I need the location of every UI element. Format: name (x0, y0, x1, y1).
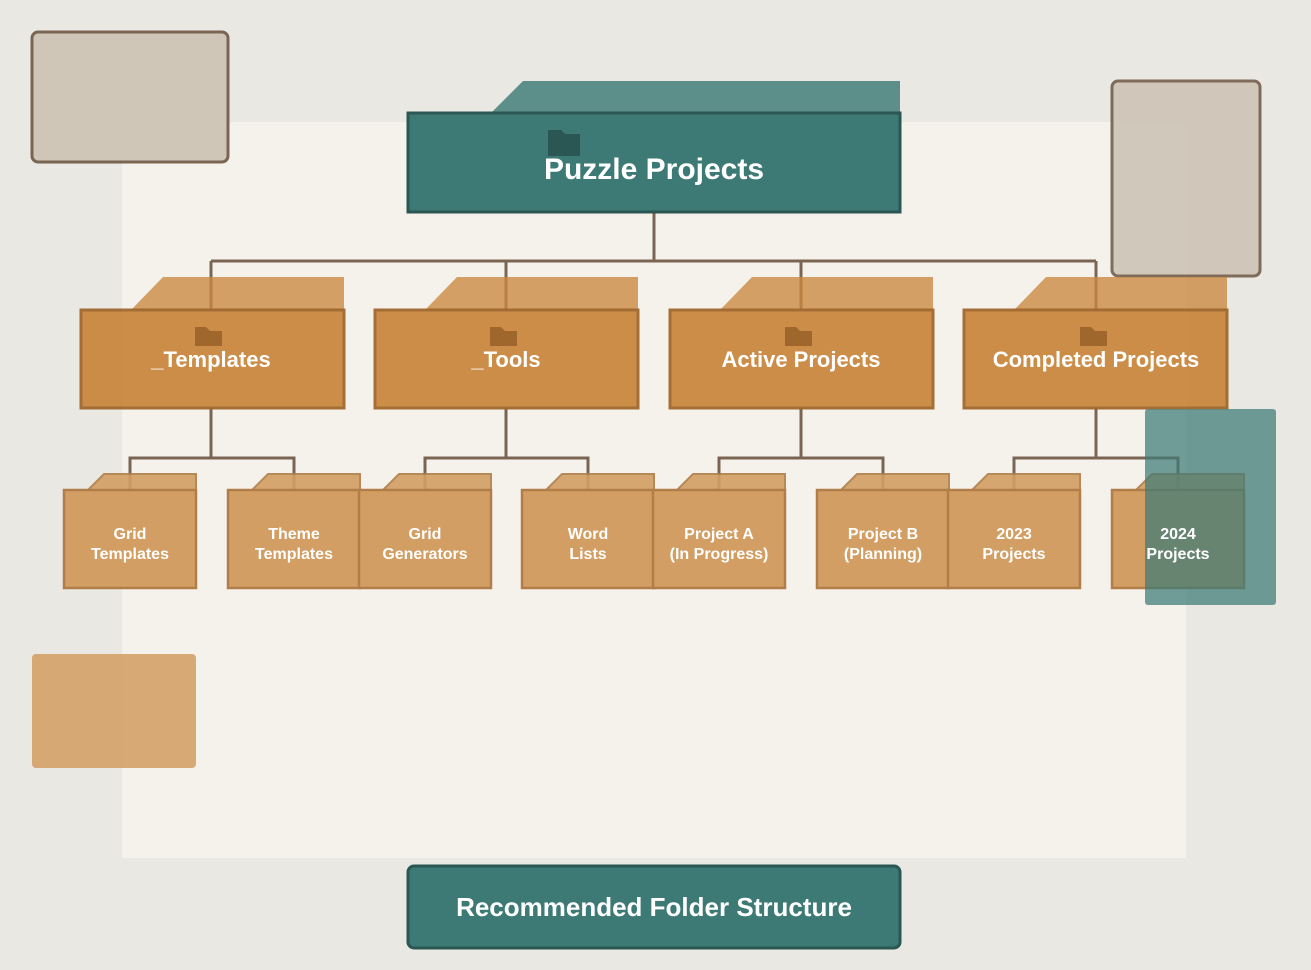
folder-tab (543, 473, 655, 491)
folder-tab (425, 277, 638, 310)
folder-tab (720, 277, 933, 310)
subfolder-2023-projects[interactable]: 2023 Projects (946, 473, 1082, 590)
subfolder-grid-templates[interactable]: Grid Templates (62, 473, 198, 590)
root-folder[interactable]: Puzzle Projects (406, 81, 902, 214)
subfolder-label-line2: (In Progress) (670, 546, 769, 563)
folder-tab (249, 473, 361, 491)
subfolder-label-line2-overlay: Projects (1146, 546, 1209, 563)
category-folder-active-projects[interactable]: Active Projects (668, 277, 935, 410)
caption-box: Recommended Folder Structure (406, 864, 902, 950)
subfolder-label-line1: Word (568, 526, 609, 543)
folder-tab (1014, 277, 1227, 310)
subfolder-label-line1: 2023 (996, 526, 1032, 543)
root-folder-label: Puzzle Projects (544, 153, 764, 186)
subfolder-project-a[interactable]: Project A (In Progress) (651, 473, 787, 590)
folder-icon (490, 327, 517, 346)
folder-body (651, 488, 787, 590)
subfolder-label-line1-overlay: 2024 (1160, 526, 1196, 543)
folder-body (668, 308, 935, 410)
decorative-shape (32, 654, 196, 768)
decorative-shape (1110, 79, 1262, 278)
category-label: _Templates (150, 347, 270, 372)
folder-body (520, 488, 656, 590)
folder-body (62, 488, 198, 590)
subfolder-label-line2: Generators (382, 546, 467, 563)
subfolder-grid-generators[interactable]: Grid Generators (357, 473, 493, 590)
folder-body (79, 308, 346, 410)
folder-body (373, 308, 640, 410)
folder-tab (969, 473, 1081, 491)
subfolder-label-line1: Grid (409, 526, 442, 543)
folder-body (946, 488, 1082, 590)
folder-tab (380, 473, 492, 491)
subfolder-label-line2: Lists (569, 546, 606, 563)
category-label: Active Projects (722, 347, 881, 372)
folder-tab (674, 473, 786, 491)
folder-tab (131, 277, 344, 310)
subfolder-theme-templates[interactable]: Theme Templates (226, 473, 362, 590)
folder-tab (85, 473, 197, 491)
subfolder-label-line2: Templates (91, 546, 169, 563)
folder-body (962, 308, 1229, 410)
subfolder-label-line2: Templates (255, 546, 333, 563)
category-label: _Tools (470, 347, 540, 372)
folder-icon (785, 327, 812, 346)
subfolder-label-line1: Project B (848, 526, 918, 543)
category-label: Completed Projects (993, 347, 1200, 372)
category-folder-templates[interactable]: _Templates (79, 277, 346, 410)
decorative-shape (1145, 409, 1276, 605)
subfolder-label-line2: (Planning) (844, 546, 922, 563)
subfolder-label-line2: Projects (982, 546, 1045, 563)
folder-icon (548, 130, 580, 156)
folder-body (406, 111, 902, 214)
subfolder-project-b[interactable]: Project B (Planning) (815, 473, 951, 590)
subfolder-label-line1: Grid (114, 526, 147, 543)
subfolder-label-line1: Theme (268, 526, 320, 543)
category-folder-tools[interactable]: _Tools (373, 277, 640, 410)
folder-icon (1080, 327, 1107, 346)
subfolder-label-line1: Project A (684, 526, 754, 543)
folder-body (357, 488, 493, 590)
caption-background (406, 864, 902, 950)
subfolder-word-lists[interactable]: Word Lists (520, 473, 656, 590)
folder-tab (838, 473, 950, 491)
folder-tab (491, 81, 900, 113)
category-folder-completed-projects[interactable]: Completed Projects (962, 277, 1229, 410)
decorative-shape (30, 30, 230, 164)
folder-icon (195, 327, 222, 346)
caption-label: Recommended Folder Structure (456, 892, 852, 922)
folder-body (815, 488, 951, 590)
